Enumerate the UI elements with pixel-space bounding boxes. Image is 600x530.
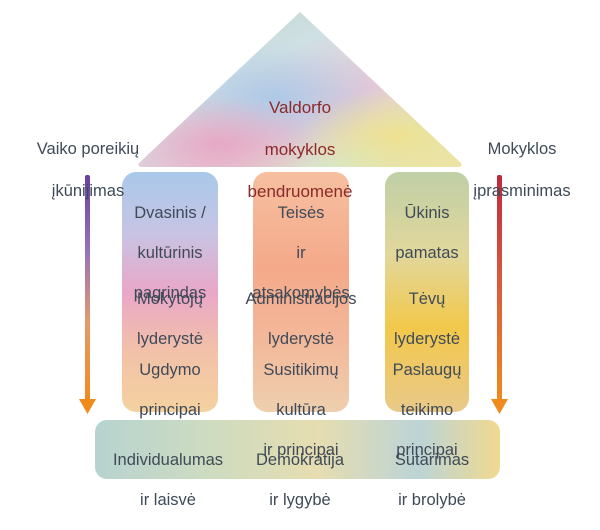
pillar-2-middle-text: Administracijos lyderystė (221, 269, 381, 369)
pillar-1-top-line-2: kultūrinis (137, 244, 203, 262)
roof-title-line-3: bendruomenė (247, 182, 353, 201)
pillar-1-top-text: Dvasinis / kultūrinis pagrindas (112, 183, 228, 323)
pillar-2-bottom-line-2: kultūra (276, 401, 326, 419)
pillar-2-mid-line-2: lyderystė (267, 330, 335, 348)
pillar-1-bottom-text: Ugdymo principai (112, 340, 228, 440)
left-down-arrow-icon (79, 175, 96, 414)
foundation-1-line-1: Individualumas (112, 451, 224, 469)
pillar-2-top-line-2: ir (296, 244, 306, 262)
foundation-text-1: Individualumas ir laisvė (98, 430, 238, 530)
pillar-2-top-line-3: atsakomybės (252, 284, 350, 302)
pillar-2-bottom-line-1: Susitikimų (263, 361, 339, 379)
pillar-3-top-line-1: Ūkinis (404, 204, 450, 222)
foundation-text-3: Sutarimas ir brolybė (372, 430, 492, 530)
right-side-label-line-1: Mokyklos (487, 140, 557, 158)
pillar-3-top-text: Ūkinis pamatas (367, 183, 487, 283)
pillar-2-mid-line-1: Administracijos (245, 290, 357, 308)
pillar-3-bottom-line-1: Paslaugų (392, 361, 462, 379)
pillar-2-top-line-1: Teisės (277, 204, 325, 222)
pillar-1-bottom-line-2: principai (139, 401, 201, 419)
pillar-3-top-line-2: pamatas (395, 244, 459, 262)
pillar-3-middle-text: Tėvų lyderystė (367, 269, 487, 369)
foundation-1-line-2: ir laisvė (140, 491, 196, 509)
pillar-2-bottom-line-3: ir principai (263, 441, 339, 459)
foundation-2-line-2: ir lygybė (269, 491, 331, 509)
pillar-2 (253, 172, 349, 412)
pillar-1-mid-line-1: Mokytojų (136, 290, 204, 308)
pillar-1-top-line-3: pagrindas (133, 284, 207, 302)
pillar-1-mid-line-2: lyderystė (136, 330, 204, 348)
pillar-1-top-line-1: Dvasinis / (134, 204, 206, 222)
foundation-text-2: Demokratija ir lygybė (238, 430, 362, 530)
right-down-arrow-icon (491, 175, 508, 414)
roof-triangle (138, 12, 462, 167)
pillar-3-bottom-line-3: principai (396, 441, 458, 459)
pillar-3 (385, 172, 469, 412)
roof-title-line-2: mokyklos (264, 140, 336, 159)
pillar-3-mid-line-1: Tėvų (408, 290, 446, 308)
pillar-3-bottom-text: Paslaugų teikimo principai (367, 340, 487, 480)
roof-title: Valdorfo mokyklos bendruomenė (220, 76, 380, 223)
right-side-label: Mokyklos įprasminimas (452, 118, 592, 223)
pillar-3-bottom-line-2: teikimo (400, 401, 454, 419)
left-side-label: Vaiko poreikių įkūnijimas (8, 118, 168, 223)
foundation-bar (95, 420, 500, 479)
pillar-1 (122, 172, 218, 412)
foundation-2-line-1: Demokratija (255, 451, 345, 469)
right-side-label-line-2: įprasminimas (473, 182, 571, 200)
left-side-label-line-2: įkūnijimas (51, 182, 125, 200)
pillar-3-mid-line-2: lyderystė (393, 330, 461, 348)
left-side-label-line-1: Vaiko poreikių (36, 140, 140, 158)
pillar-1-bottom-line-1: Ugdymo (139, 361, 201, 379)
diagram-background (79, 12, 508, 479)
foundation-3-line-1: Sutarimas (394, 451, 470, 469)
roof-title-line-1: Valdorfo (268, 98, 332, 117)
pillar-2-top-text: Teisės ir atsakomybės (231, 183, 371, 323)
pillar-1-middle-text: Mokytojų lyderystė (112, 269, 228, 369)
foundation-3-line-2: ir brolybė (398, 491, 466, 509)
pillar-2-bottom-text: Susitikimų kultūra ir principai (231, 340, 371, 480)
